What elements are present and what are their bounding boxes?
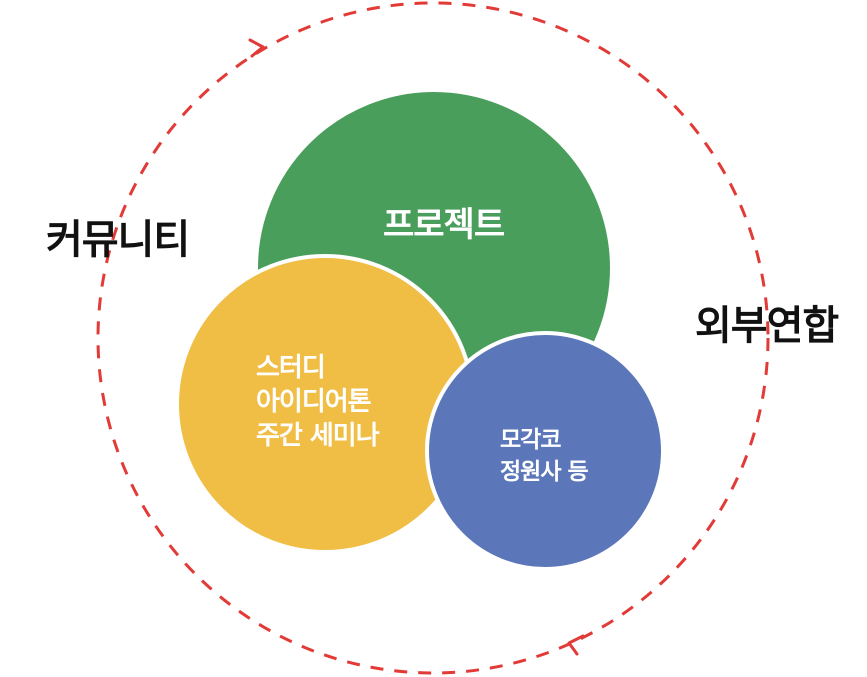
project-label: 프로젝트 — [383, 205, 505, 245]
study-text: 스터디 아이디어톤 주간 세미나 — [256, 352, 380, 453]
mogako-text: 모각코 정원사 등 — [500, 424, 589, 488]
external-alliance-label: 외부연합 — [695, 303, 839, 349]
arrow-bottom-icon — [567, 634, 585, 656]
outer-dashed-circle — [96, 1, 770, 675]
community-label: 커뮤니티 — [46, 217, 190, 263]
mogako-line: 정원사 등 — [500, 459, 589, 486]
study-line: 아이디어톤 — [256, 386, 372, 417]
mogako-circle — [425, 331, 665, 571]
study-line: 스터디 — [256, 353, 326, 383]
mogako-line: 모각코 — [500, 427, 561, 453]
arrow-top-icon — [248, 38, 265, 58]
study-line: 주간 세미나 — [256, 420, 380, 451]
